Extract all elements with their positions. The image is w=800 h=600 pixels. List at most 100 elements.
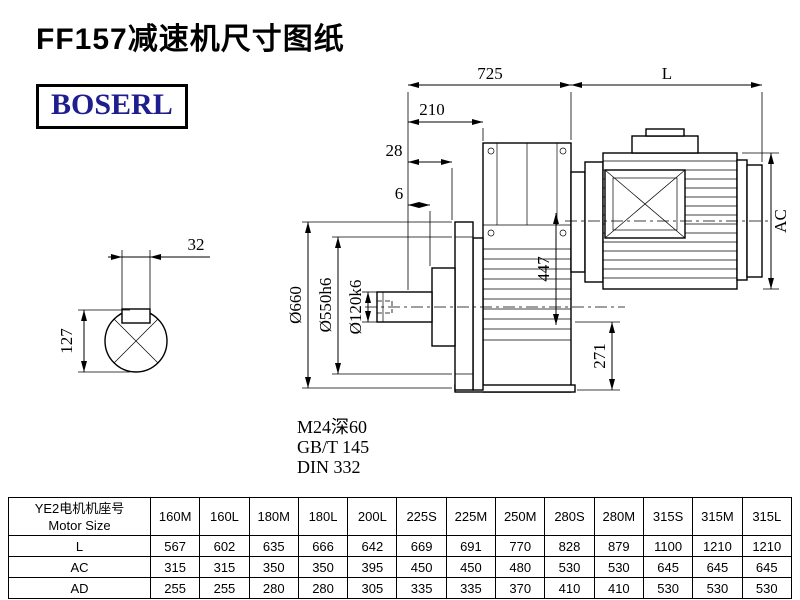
shaft-end-view bbox=[104, 308, 168, 373]
motor-size-header-cn: YE2电机机座号 bbox=[34, 500, 125, 516]
frame-size-header: 225M bbox=[445, 497, 497, 536]
frame-size-header: 280S bbox=[544, 497, 595, 536]
frame-size-header: 225S bbox=[396, 497, 447, 536]
value-cell: 480 bbox=[495, 556, 546, 578]
value-cell: 315 bbox=[199, 556, 250, 578]
output-flange-and-shaft bbox=[365, 221, 625, 391]
value-cell: 410 bbox=[593, 577, 644, 599]
dimension-28: 28 bbox=[386, 141, 453, 220]
frame-size-header: 180L bbox=[297, 497, 349, 536]
dimension-dia-120: Ø120k6 bbox=[346, 280, 377, 335]
dim-28-label: 28 bbox=[386, 141, 403, 160]
value-cell: 602 bbox=[199, 535, 250, 557]
value-cell: 280 bbox=[248, 577, 299, 599]
value-cell: 530 bbox=[741, 577, 793, 599]
value-cell: 350 bbox=[297, 556, 349, 578]
row-label: AC bbox=[8, 556, 151, 578]
dim-210-label: 210 bbox=[419, 100, 445, 119]
dim-447-label: 447 bbox=[534, 256, 553, 282]
value-cell: 567 bbox=[149, 535, 201, 557]
brand-logo: BOSERL bbox=[36, 84, 188, 129]
value-cell: 770 bbox=[495, 535, 546, 557]
dimension-dia-660: Ø660 bbox=[286, 221, 452, 389]
frame-size-header: 315L bbox=[741, 497, 793, 536]
dimension-447: 447 bbox=[534, 213, 559, 325]
value-cell: 350 bbox=[248, 556, 299, 578]
value-cell: 691 bbox=[445, 535, 497, 557]
dimension-L: L bbox=[571, 64, 763, 162]
value-cell: 666 bbox=[297, 535, 349, 557]
value-cell: 1210 bbox=[692, 535, 743, 557]
frame-size-header: 315S bbox=[642, 497, 694, 536]
value-cell: 410 bbox=[544, 577, 595, 599]
dim-271-label: 271 bbox=[590, 343, 609, 369]
value-cell: 530 bbox=[692, 577, 743, 599]
dimension-32: 32 bbox=[108, 235, 210, 309]
frame-size-header: 280M bbox=[593, 497, 644, 536]
value-cell: 645 bbox=[642, 556, 694, 578]
thread-note-block: M24深60 GB/T 145 DIN 332 bbox=[297, 417, 369, 477]
mounting-flange bbox=[454, 221, 474, 391]
value-cell: 335 bbox=[445, 577, 497, 599]
frame-size-header: 250M bbox=[495, 497, 546, 536]
dim-L-label: L bbox=[662, 64, 672, 83]
dimension-271: 271 bbox=[575, 321, 620, 391]
value-cell: 335 bbox=[396, 577, 447, 599]
dimension-725: 725 bbox=[407, 64, 572, 290]
dimension-127: 127 bbox=[57, 309, 130, 373]
dim-725-label: 725 bbox=[477, 64, 503, 83]
thread-note: M24深60 bbox=[297, 417, 367, 437]
dimension-210: 210 bbox=[408, 100, 484, 141]
value-cell: 828 bbox=[544, 535, 595, 557]
row-label: AD bbox=[8, 577, 151, 599]
value-cell: 642 bbox=[347, 535, 398, 557]
row-label: L bbox=[8, 535, 151, 557]
keyway-slot bbox=[121, 308, 151, 324]
value-cell: 635 bbox=[248, 535, 299, 557]
frame-size-header: 160M bbox=[149, 497, 201, 536]
frame-size-header: 160L bbox=[199, 497, 250, 536]
value-cell: 530 bbox=[593, 556, 644, 578]
value-cell: 450 bbox=[445, 556, 497, 578]
value-cell: 1210 bbox=[741, 535, 793, 557]
value-cell: 315 bbox=[149, 556, 201, 578]
page-title: FF157减速机尺寸图纸 bbox=[36, 23, 345, 56]
motor-size-header-en: Motor Size bbox=[48, 517, 111, 533]
dia-660-label: Ø660 bbox=[286, 286, 305, 324]
motor bbox=[565, 128, 772, 290]
value-cell: 879 bbox=[593, 535, 644, 557]
value-cell: 530 bbox=[642, 577, 694, 599]
value-cell: 669 bbox=[396, 535, 447, 557]
value-cell: 450 bbox=[396, 556, 447, 578]
dia-550-label: Ø550h6 bbox=[316, 278, 335, 333]
terminal-box bbox=[631, 135, 699, 154]
value-cell: 645 bbox=[741, 556, 793, 578]
dia-120-label: Ø120k6 bbox=[346, 280, 365, 335]
standard-din-note: DIN 332 bbox=[297, 457, 361, 477]
value-cell: 395 bbox=[347, 556, 398, 578]
value-cell: 305 bbox=[347, 577, 398, 599]
dim-127-label: 127 bbox=[57, 328, 76, 354]
frame-size-header: 180M bbox=[248, 497, 299, 536]
value-cell: 255 bbox=[149, 577, 201, 599]
value-cell: 255 bbox=[199, 577, 250, 599]
motor-flange bbox=[584, 161, 604, 283]
standard-gb-note: GB/T 145 bbox=[297, 437, 369, 457]
value-cell: 370 bbox=[495, 577, 546, 599]
value-cell: 1100 bbox=[642, 535, 694, 557]
value-cell: 280 bbox=[297, 577, 349, 599]
gearbox-dimension-drawing: 725 L 210 28 6 AC 447 271 bbox=[57, 64, 790, 477]
dimension-dia-550: Ø550h6 bbox=[316, 236, 452, 375]
frame-size-header: 315M bbox=[692, 497, 743, 536]
dimension-6: 6 bbox=[395, 184, 431, 266]
motor-end-bell bbox=[736, 159, 748, 281]
dim-32-label: 32 bbox=[188, 235, 205, 254]
value-cell: 645 bbox=[692, 556, 743, 578]
value-cell: 530 bbox=[544, 556, 595, 578]
